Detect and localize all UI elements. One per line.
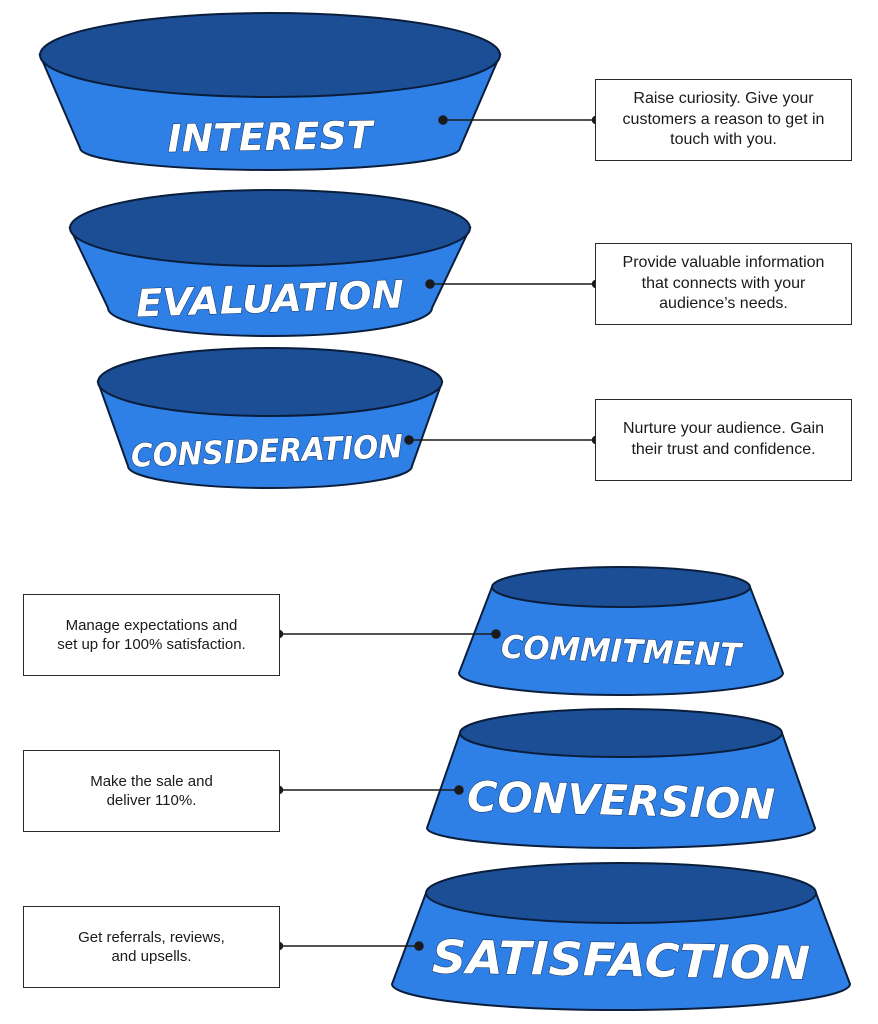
stage-consideration-top: [97, 347, 443, 417]
stage-interest-label: INTEREST: [167, 113, 376, 161]
stage-commitment-top: [491, 566, 751, 608]
note-evaluation: Provide valuable information that connec…: [595, 243, 852, 325]
stage-commitment-side: [457, 586, 785, 696]
note-interest: Raise curiosity. Give your customers a r…: [595, 79, 852, 161]
stage-evaluation: EVALUATION: [68, 189, 472, 337]
note-conversion: Make the sale and deliver 110%.: [23, 750, 280, 832]
stage-evaluation-top: [69, 189, 471, 267]
stage-conversion-side: [425, 732, 817, 849]
stage-satisfaction-label: SATISFACTION: [432, 930, 811, 991]
stage-conversion-label: CONVERSION: [466, 772, 775, 829]
stage-interest-top: [39, 12, 501, 98]
stage-conversion: CONVERSION: [425, 708, 817, 849]
stage-satisfaction-top: [425, 862, 817, 924]
stage-interest: INTEREST: [38, 12, 502, 171]
note-consideration-text: Nurture your audience. Gain their trust …: [623, 420, 824, 458]
note-consideration: Nurture your audience. Gain their trust …: [595, 399, 852, 481]
note-commitment-text: Manage expectations and set up for 100% …: [57, 616, 246, 654]
note-satisfaction-text: Get referrals, reviews, and upsells.: [78, 928, 225, 966]
connector-consideration: [404, 430, 606, 450]
note-conversion-text: Make the sale and deliver 110%.: [90, 772, 213, 810]
note-commitment: Manage expectations and set up for 100% …: [23, 594, 280, 676]
connector-evaluation: [425, 274, 606, 294]
note-evaluation-text: Provide valuable information that connec…: [622, 253, 825, 313]
note-satisfaction: Get referrals, reviews, and upsells.: [23, 906, 280, 988]
stage-satisfaction-side: [390, 892, 852, 1011]
connector-conversion: [269, 780, 464, 800]
stage-satisfaction: SATISFACTION: [390, 862, 852, 1011]
connector-commitment: [269, 624, 501, 644]
stage-evaluation-label: EVALUATION: [135, 272, 404, 325]
stage-consideration: CONSIDERATION: [96, 347, 444, 489]
note-interest-text: Raise curiosity. Give your customers a r…: [622, 89, 825, 149]
stage-commitment: COMMITMENT: [457, 566, 785, 696]
stage-commitment-label: COMMITMENT: [500, 628, 743, 674]
stage-conversion-top: [459, 708, 783, 758]
connector-satisfaction: [269, 936, 424, 956]
